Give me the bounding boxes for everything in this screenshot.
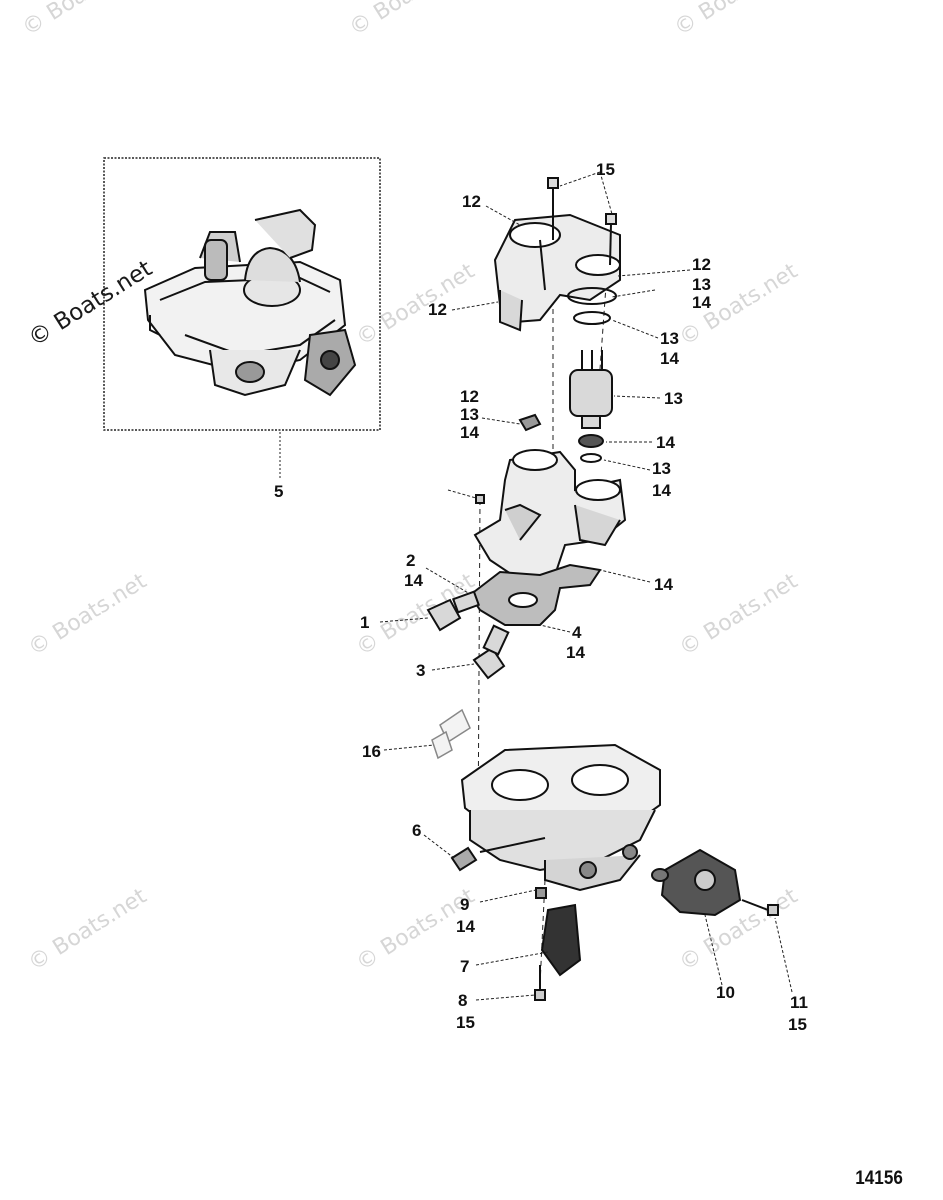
figure-number: 14156 bbox=[855, 1168, 903, 1189]
gasket-lower bbox=[468, 563, 602, 626]
sensor-16 bbox=[431, 708, 471, 760]
screw-right-top bbox=[605, 213, 617, 266]
callout-4: 4 bbox=[572, 623, 582, 642]
callout-15-8: 15 bbox=[456, 1013, 475, 1032]
callout-11: 11 bbox=[790, 993, 808, 1012]
callout-16: 16 bbox=[362, 742, 381, 761]
plug-6 bbox=[450, 837, 546, 872]
fuel-meter-body bbox=[493, 213, 621, 332]
callout-14-right-c: 14 bbox=[652, 481, 671, 500]
inset-assembly bbox=[103, 157, 381, 431]
callout-3: 3 bbox=[416, 661, 425, 680]
callout-13-valve: 13 bbox=[664, 389, 683, 408]
callout-12-right: 12 bbox=[692, 255, 711, 274]
sensor-7 bbox=[535, 887, 582, 977]
fitting-1 bbox=[426, 590, 481, 632]
callout-2: 2 bbox=[406, 551, 415, 570]
injector bbox=[569, 350, 613, 429]
screw-8 bbox=[534, 965, 546, 1001]
callout-9: 9 bbox=[460, 895, 469, 914]
callout-12-top: 12 bbox=[462, 192, 481, 211]
injector-body bbox=[473, 449, 627, 582]
filter-seal bbox=[578, 434, 604, 463]
callout-15-top: 15 bbox=[596, 160, 615, 179]
callout-14-9: 14 bbox=[456, 917, 475, 936]
callout-13-right-c: 13 bbox=[652, 459, 671, 478]
callout-13-right-b: 13 bbox=[660, 329, 679, 348]
o-rings-upper bbox=[567, 287, 617, 325]
callout-13-right-a: 13 bbox=[692, 275, 711, 294]
callout-14-mid: 14 bbox=[460, 423, 479, 442]
callout-7: 7 bbox=[460, 957, 469, 976]
callout-10: 10 bbox=[716, 983, 735, 1002]
callout-15-11: 15 bbox=[788, 1015, 807, 1034]
label-inset-5: 5 bbox=[274, 482, 283, 501]
throttle-body bbox=[460, 743, 661, 892]
screw-top bbox=[547, 177, 559, 240]
callout-14-2: 14 bbox=[404, 571, 423, 590]
small-gasket bbox=[518, 413, 542, 432]
sensor-10 bbox=[651, 848, 742, 917]
callout-13-mid: 13 bbox=[460, 405, 479, 424]
callout-6: 6 bbox=[412, 821, 421, 840]
callout-14-gasket: 14 bbox=[654, 575, 673, 594]
callout-12-left: 12 bbox=[428, 300, 447, 319]
screw-11 bbox=[741, 899, 779, 916]
callout-14-right-b: 14 bbox=[660, 349, 679, 368]
callout-14-4: 14 bbox=[566, 643, 585, 662]
callout-1: 1 bbox=[360, 613, 369, 632]
callout-12-mid: 12 bbox=[460, 387, 479, 406]
fitting-3 bbox=[472, 624, 510, 680]
callout-14-valve: 14 bbox=[656, 433, 675, 452]
callout-8: 8 bbox=[458, 991, 467, 1010]
callout-14-right-a: 14 bbox=[692, 293, 711, 312]
